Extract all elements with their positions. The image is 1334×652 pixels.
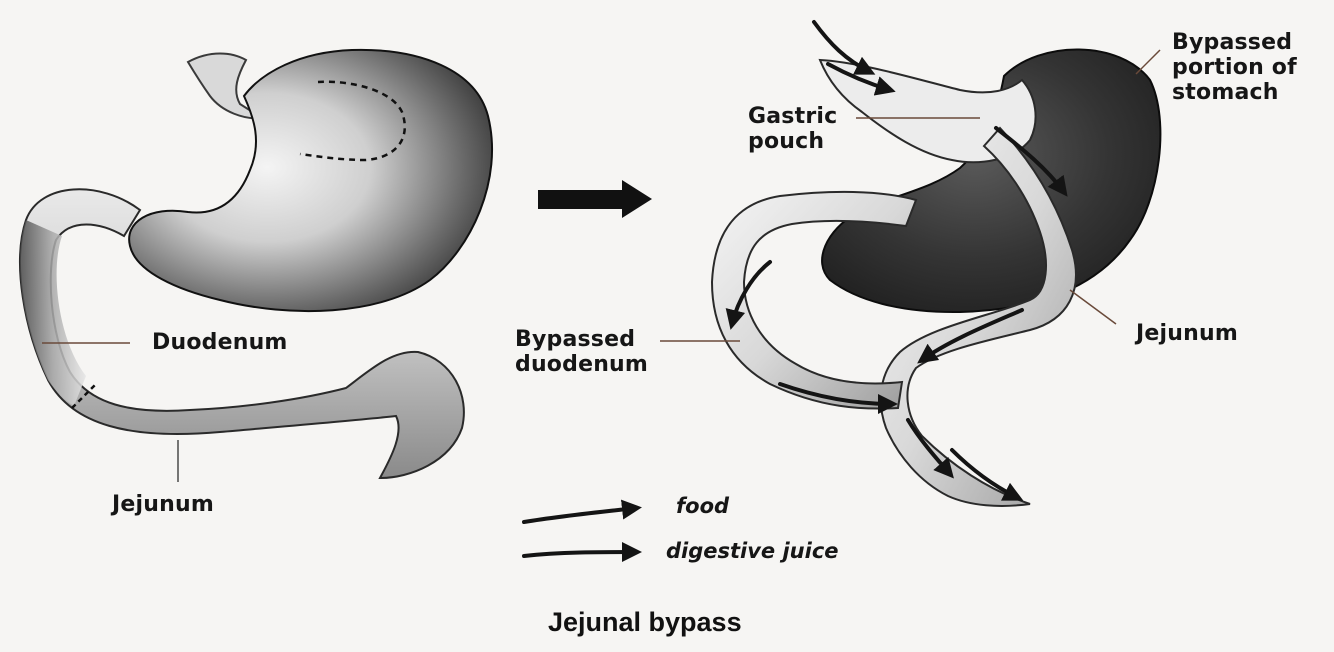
figure-caption: Jejunal bypass (548, 607, 742, 637)
legend-food-label: food (676, 494, 729, 518)
bypass-anatomy (660, 22, 1160, 506)
transition-arrow (538, 180, 652, 218)
legend-food-arrow (524, 508, 636, 522)
normal-anatomy (20, 50, 492, 482)
jejunum-leader-right (1070, 290, 1116, 324)
label-bypassed-duodenum: Bypassed duodenum (515, 327, 648, 377)
legend-arrows (524, 508, 636, 556)
stomach (129, 50, 492, 311)
label-jejunum-before: Jejunum (112, 492, 214, 517)
label-gastric-pouch: Gastric pouch (748, 104, 837, 154)
stomach-leader (1136, 50, 1160, 74)
label-bypassed-stomach: Bypassed portion of stomach (1172, 30, 1297, 105)
legend-juice-label: digestive juice (666, 539, 839, 563)
legend-juice-arrow (524, 552, 636, 556)
label-duodenum: Duodenum (152, 330, 288, 355)
label-jejunum-after: Jejunum (1136, 321, 1238, 346)
